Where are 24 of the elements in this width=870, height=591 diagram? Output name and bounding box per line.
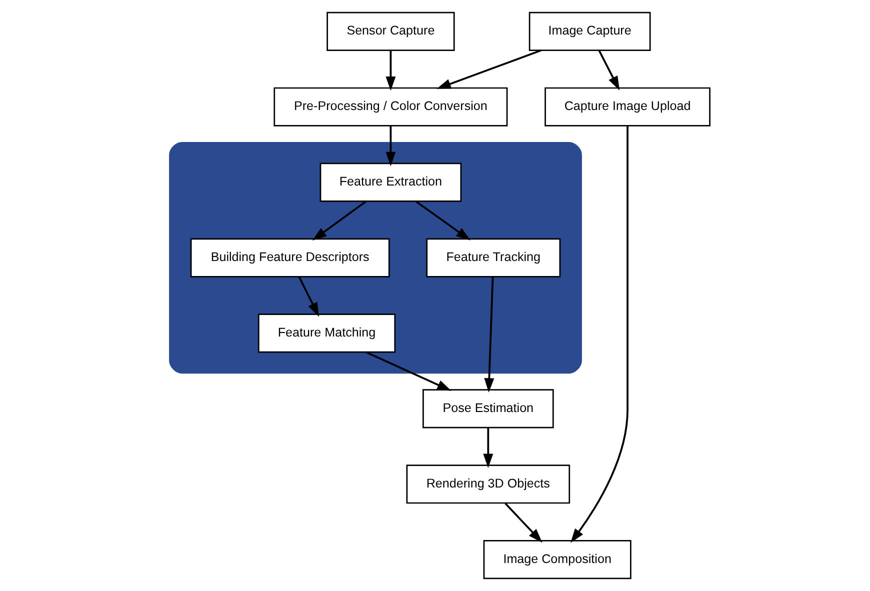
arrow bbox=[484, 276, 494, 392]
node-box: Capture Image Upload bbox=[544, 87, 710, 126]
node-box: Feature Extraction bbox=[319, 162, 462, 202]
arrow bbox=[385, 50, 396, 91]
node-box: Sensor Capture bbox=[326, 12, 454, 51]
arrow bbox=[504, 502, 542, 543]
arrow bbox=[570, 126, 628, 543]
arrow bbox=[365, 351, 451, 391]
node-box: Image Capture bbox=[528, 12, 650, 51]
arrow bbox=[436, 50, 541, 89]
node-box: Feature Tracking bbox=[426, 238, 560, 278]
arrow bbox=[385, 126, 396, 166]
arrow bbox=[312, 200, 366, 240]
node-box: Rendering 3D Objects bbox=[406, 464, 570, 504]
node-box: Image Composition bbox=[482, 540, 631, 580]
arrow bbox=[482, 428, 493, 468]
cluster bbox=[168, 142, 582, 374]
node-box: Feature Matching bbox=[257, 314, 396, 353]
arrow bbox=[298, 276, 319, 317]
node-box: Pose Estimation bbox=[422, 389, 554, 428]
node-box: Pre-Processing / Color Conversion bbox=[273, 87, 508, 126]
node-box: Building Feature Descriptors bbox=[190, 238, 390, 278]
arrow bbox=[414, 200, 470, 240]
arrow bbox=[598, 50, 620, 90]
